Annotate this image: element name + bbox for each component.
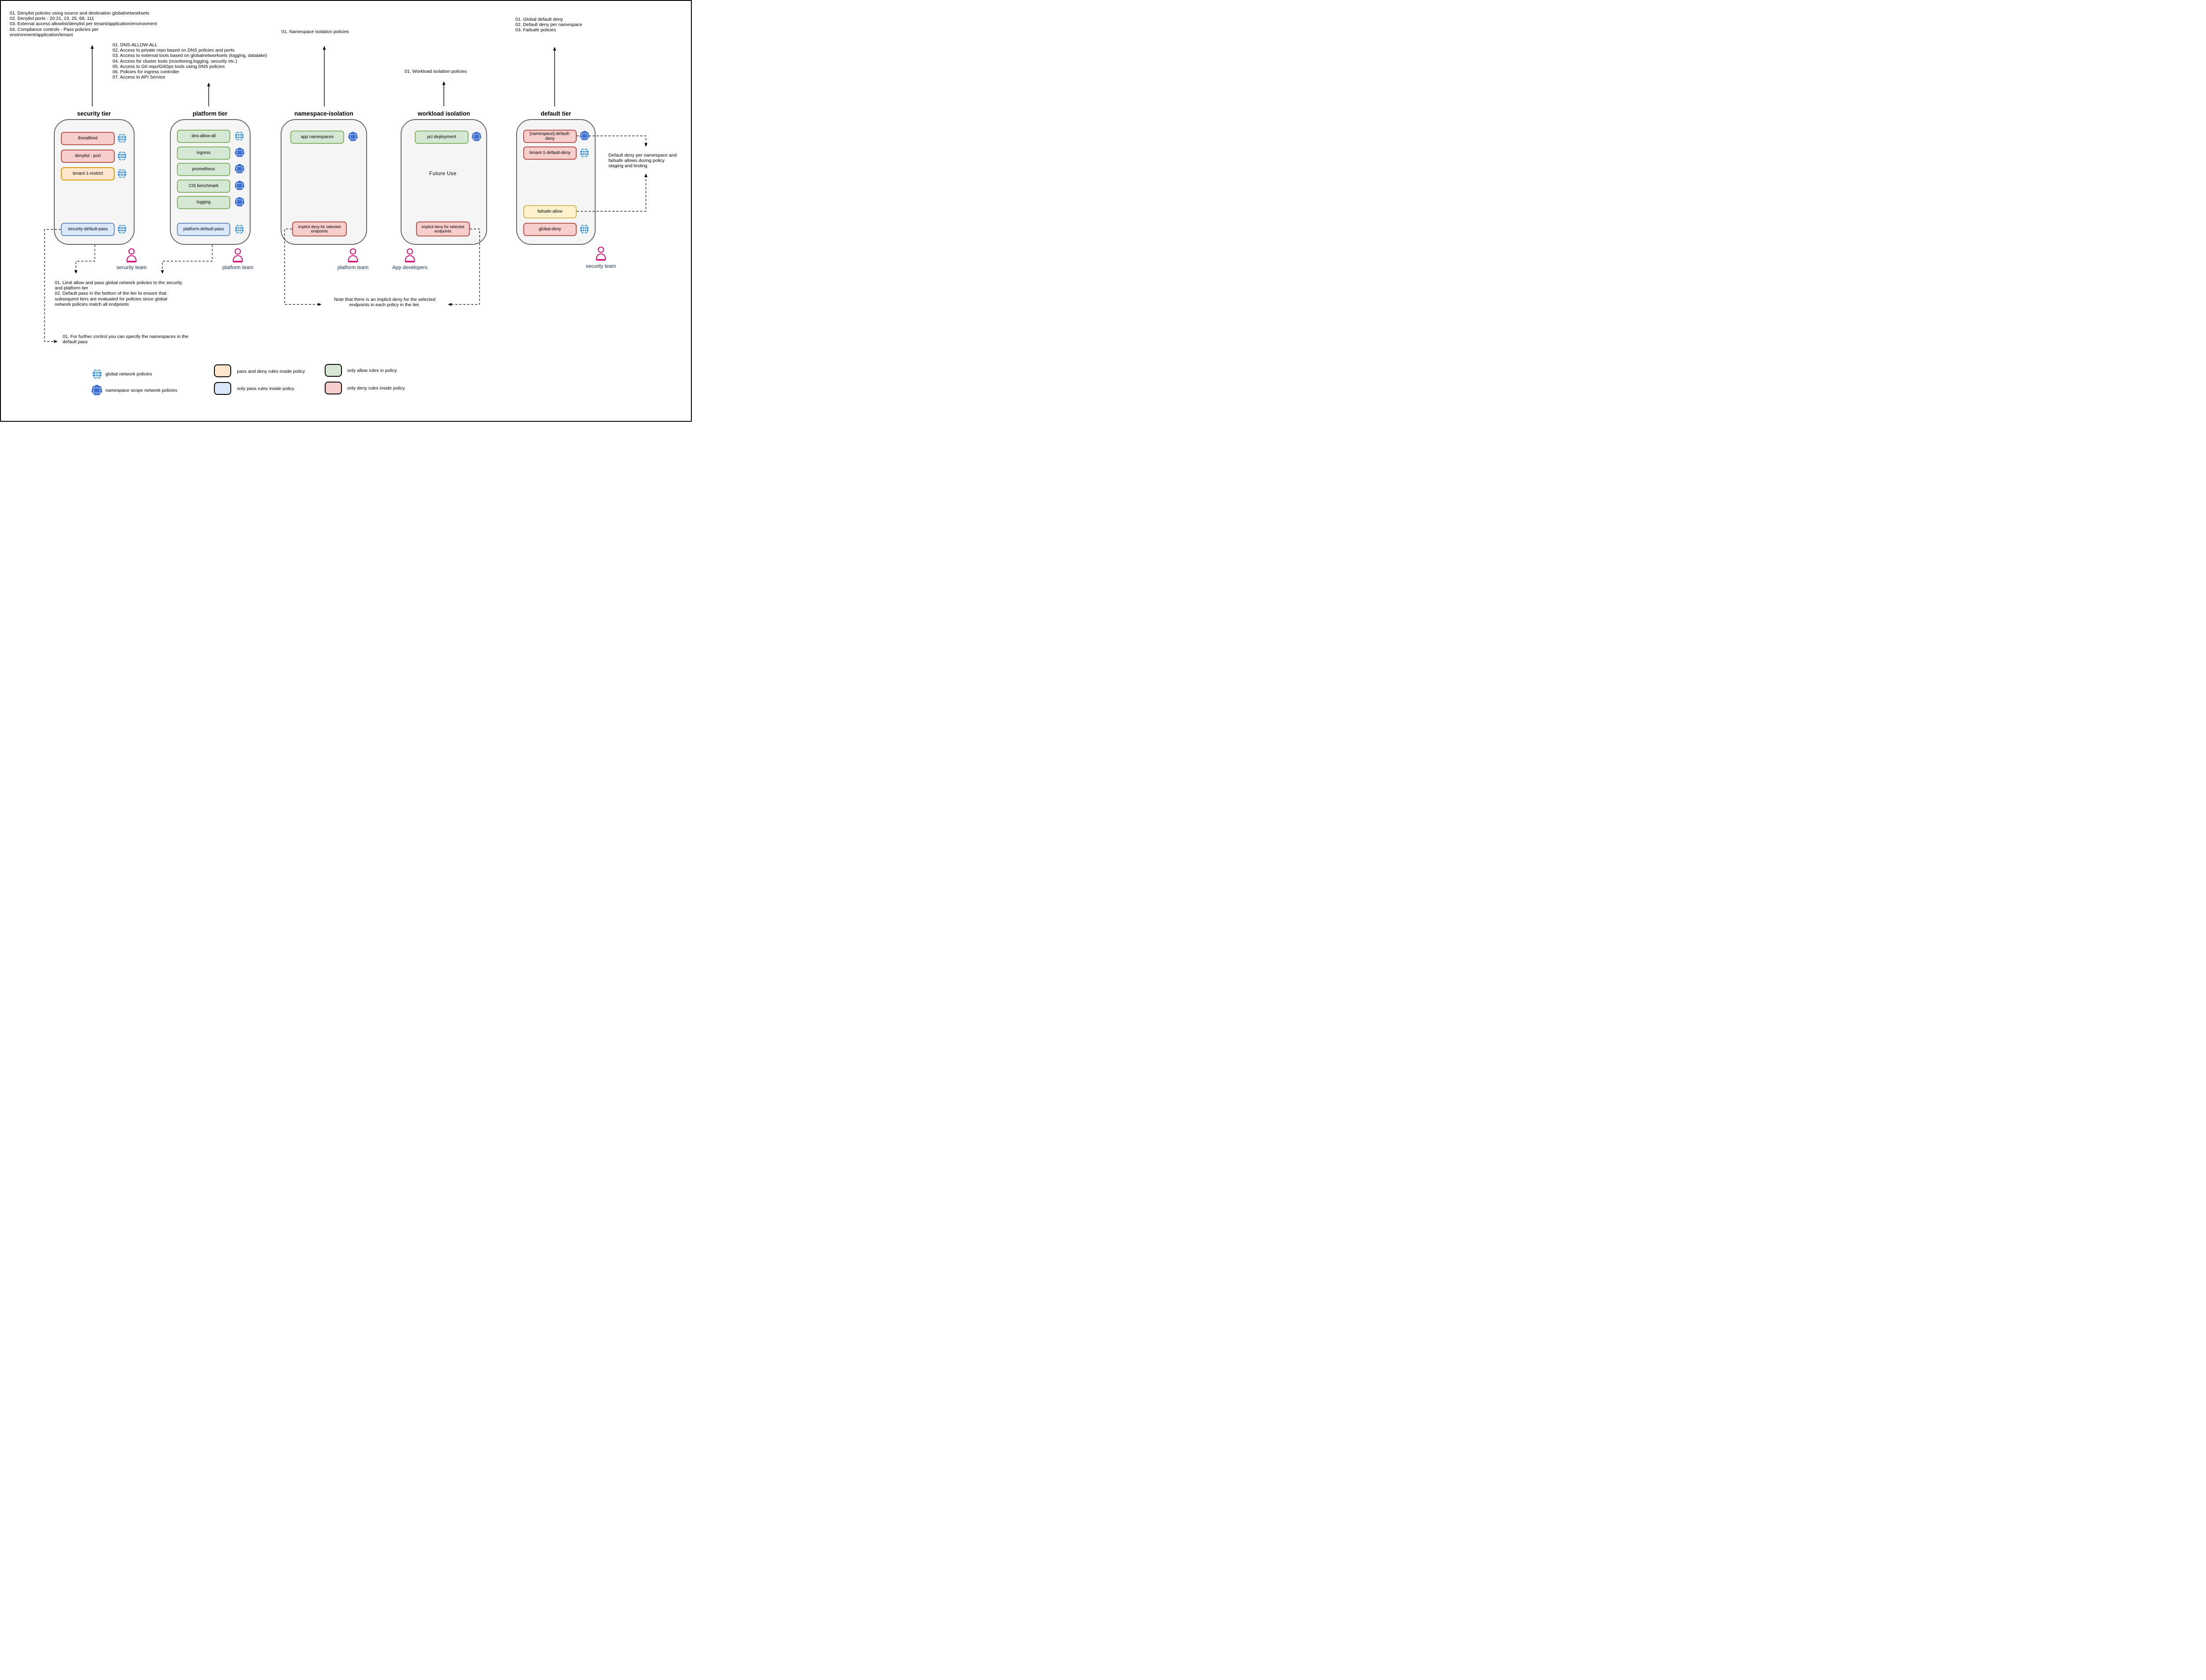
- team-label-platform: platform team: [222, 265, 254, 270]
- policy-implicit-deny-namespace: implicit deny for selected endpoints: [292, 221, 347, 236]
- team-label-app-developers: App developers: [392, 265, 428, 270]
- policy-implicit-deny-workload: implicit deny for selected endpoints: [416, 221, 470, 236]
- legend-swatch-only-allow: [325, 364, 342, 377]
- person-icon: [346, 248, 360, 263]
- staging-note: Default deny per namespace and failsafe …: [608, 153, 677, 169]
- globe-icon: [117, 150, 127, 161]
- default-policies-note: 01. Global default deny 02. Default deny…: [515, 17, 582, 33]
- person-icon: [403, 248, 416, 263]
- platform-policies-note: 01. DNS-ALLOW-ALL 02. Access to private …: [113, 42, 267, 80]
- network-policy-tiers-diagram: 01. Denylist policies using source and d…: [0, 0, 692, 422]
- tier-title-default: default tier: [540, 110, 571, 117]
- policy-app-namespaces: app namespaces: [290, 131, 344, 144]
- policy-threatfeed: threatfeed: [61, 132, 115, 145]
- legend-only-deny: only deny rules inside policy: [347, 386, 405, 391]
- implicit-deny-note: Note that there is an implicit deny for …: [334, 297, 435, 308]
- policy-pci-deployment: pci deployment: [415, 131, 469, 144]
- globe-icon: [92, 368, 102, 380]
- namespace-icon: [234, 164, 245, 174]
- policy-platform-default-pass: platform-default-pass: [177, 223, 230, 236]
- tier-title-namespace-isolation: namespace-isolation: [294, 110, 353, 117]
- namespace-pass-note: 01. For further control you can specify …: [63, 334, 188, 345]
- legend-pass-and-deny: pass and deny rules inside policy: [237, 369, 305, 374]
- policy-global-deny: global-deny: [523, 223, 577, 236]
- namespace-icon: [91, 384, 103, 397]
- policy-cis-benchmark: CIS benchmark: [177, 180, 230, 193]
- person-icon: [125, 248, 138, 263]
- legend-swatch-only-pass: [214, 382, 231, 395]
- tier-title-platform: platform tier: [192, 110, 228, 117]
- policy-ingress: ingress: [177, 146, 230, 160]
- globe-icon: [234, 131, 244, 142]
- team-label-security: security team: [116, 265, 147, 270]
- namespace-icon: [234, 147, 245, 158]
- namespace-icon: [471, 131, 482, 142]
- policy-prometheus: prometheus: [177, 163, 230, 176]
- policy-dns-allow-all: dns-allow-all: [177, 130, 230, 143]
- legend-only-pass: only pass rules inside policy: [237, 386, 295, 391]
- namespace-icon: [234, 180, 245, 191]
- globe-icon: [579, 147, 589, 158]
- security-policies-note: 01. Denylist policies using source and d…: [10, 11, 157, 38]
- tier-title-workload-isolation: workload isolation: [417, 110, 470, 117]
- globe-icon: [234, 224, 244, 235]
- legend-swatch-only-deny: [325, 382, 342, 394]
- legend-swatch-pass-and-deny: [214, 364, 231, 377]
- team-label-platform-2: platform team: [337, 265, 369, 270]
- policy-tenant-1-default-deny: tenant-1-default-deny: [523, 146, 577, 160]
- policy-denylist-port: denylist - port: [61, 150, 115, 163]
- pass-behavior-note: 01. Limit allow and pass global network …: [55, 280, 182, 307]
- policy-logging: logging: [177, 196, 230, 209]
- namespace-policies-note: 01. Namespace isolation policies: [281, 29, 349, 34]
- globe-icon: [117, 224, 127, 235]
- workload-policies-note: 01. Workload isolation policies: [405, 69, 467, 74]
- policy-namespace-default-deny: [namespace]-default-deny: [523, 130, 577, 143]
- namespace-icon: [234, 197, 245, 207]
- globe-icon: [117, 168, 127, 179]
- policy-security-default-pass: security-default-pass: [61, 223, 115, 236]
- person-icon: [594, 246, 608, 261]
- tier-title-security: security tier: [77, 110, 111, 117]
- namespace-icon: [579, 131, 590, 141]
- legend-namespace-policies: namespace scope network policies: [105, 388, 177, 393]
- team-label-security-2: security team: [585, 264, 616, 269]
- person-icon: [231, 248, 244, 263]
- globe-icon: [117, 133, 127, 144]
- globe-icon: [579, 224, 589, 235]
- policy-failsafe-allow: failsafe-allow: [523, 205, 577, 218]
- legend-global-policies: global network policies: [105, 371, 152, 377]
- namespace-icon: [348, 131, 358, 142]
- legend-only-allow: only allow rules in policy: [347, 368, 397, 373]
- future-use-label: Future Use: [429, 171, 457, 176]
- policy-tenant-1-restrict: tenant-1-restrict: [61, 167, 115, 180]
